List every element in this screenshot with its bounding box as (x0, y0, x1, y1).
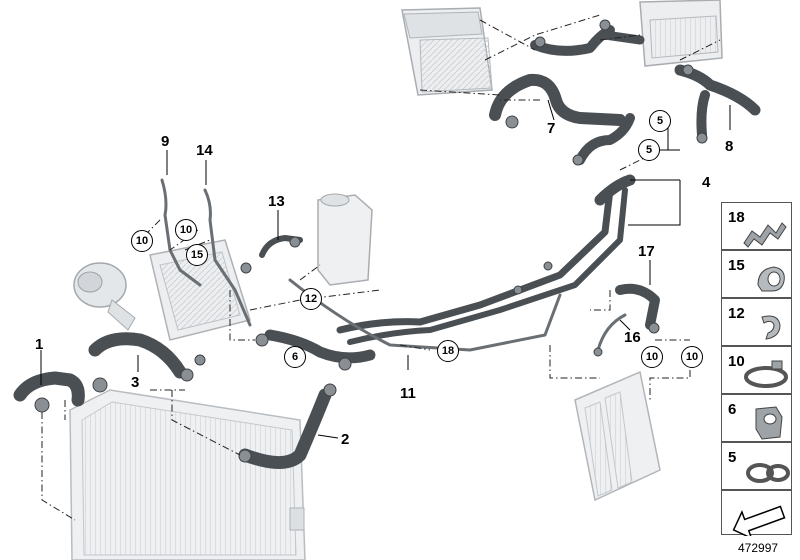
hoses (13, 25, 761, 469)
circled-6: 6 (284, 346, 306, 368)
hose-connectors (34, 19, 708, 463)
legend-item-10: 10 (721, 346, 792, 394)
callout-9: 9 (161, 133, 170, 150)
callout-7: 7 (547, 120, 556, 137)
holder-icon (755, 406, 783, 440)
callout-1: 1 (35, 336, 44, 353)
circled-12: 12 (300, 288, 322, 310)
legend-item-15: 15 (721, 250, 792, 298)
clip-strip-icon (743, 222, 787, 248)
callout-3: 3 (131, 374, 140, 391)
callout-17: 17 (638, 243, 655, 260)
legend-item-12: 12 (721, 298, 792, 346)
callout-lines (40, 99, 731, 439)
callout-14: 14 (196, 142, 213, 159)
intercooler-top-right (639, 0, 723, 67)
callout-8: 8 (725, 138, 734, 155)
diagram-id: 472997 (738, 541, 779, 555)
radiator (69, 389, 306, 560)
arrow-icon (732, 505, 786, 536)
circled-10-left: 10 (131, 230, 153, 252)
circled-18: 18 (437, 340, 459, 362)
legend-number-18: 18 (728, 209, 745, 226)
legend-number-5: 5 (728, 449, 737, 466)
legend-item-18: 18 (721, 202, 792, 250)
callout-4: 4 (702, 174, 711, 191)
legend-item-5: 5 (721, 442, 792, 490)
legend-number-12: 12 (728, 305, 745, 322)
callout-13: 13 (268, 193, 285, 210)
engine-control-module (574, 370, 661, 502)
hose-clamp-icon (744, 360, 788, 388)
water-pump (73, 262, 136, 331)
callout-2: 2 (341, 431, 350, 448)
heat-exchanger-top-left (401, 7, 493, 96)
circled-10-right-b: 10 (681, 346, 703, 368)
legend-number-6: 6 (728, 401, 737, 418)
callout-11: 11 (400, 385, 416, 402)
spring-clamp-icon (746, 463, 790, 483)
legend-number-15: 15 (728, 257, 745, 274)
expansion-tank (317, 193, 373, 286)
legend-number-10: 10 (728, 353, 745, 370)
circled-15: 15 (186, 244, 208, 266)
circled-10-right-a: 10 (641, 346, 663, 368)
bracket-clip-icon (761, 315, 781, 340)
circled-10-mid: 10 (175, 219, 197, 241)
legend-item-6: 6 (721, 394, 792, 442)
hose-clip-icon (757, 266, 785, 292)
circled-5-lower: 5 (638, 139, 660, 161)
callout-16: 16 (624, 329, 641, 346)
legend-item-arrow (721, 490, 792, 536)
circled-5-upper: 5 (649, 110, 671, 132)
